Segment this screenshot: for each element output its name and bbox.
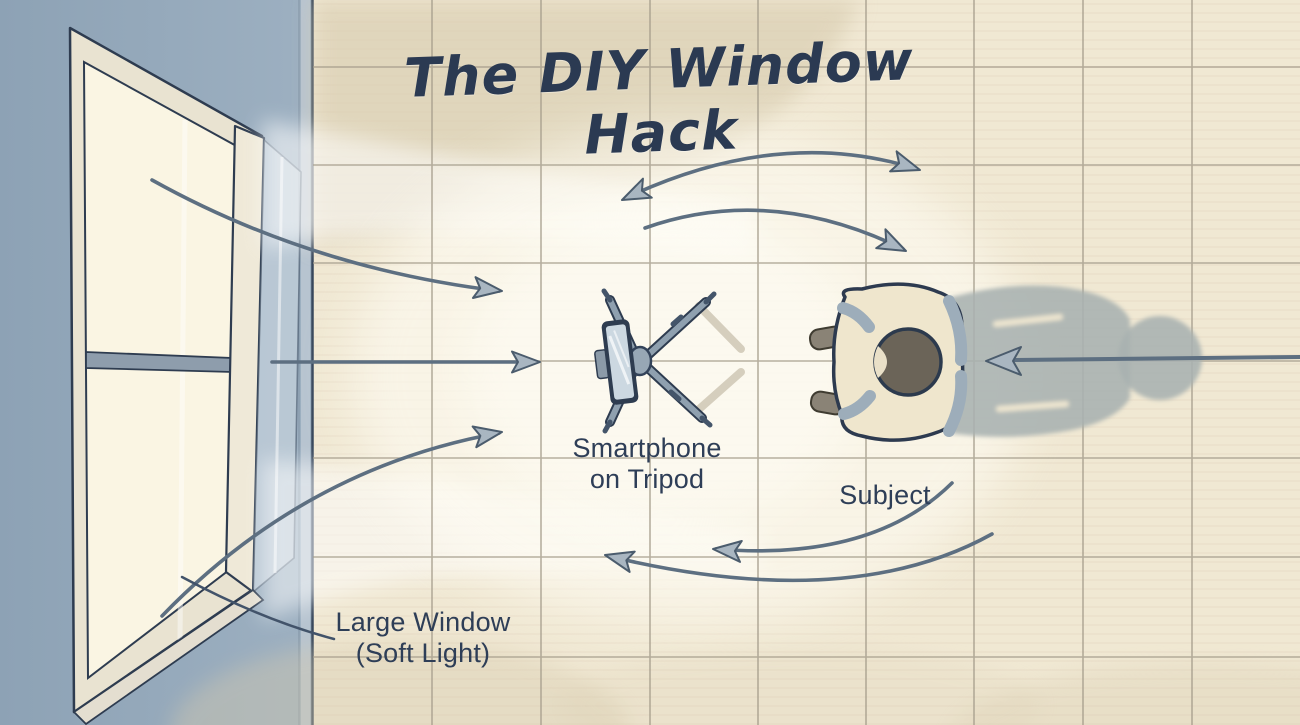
window-label: Large Window (Soft Light) [318,607,528,670]
light-ray-upper [150,178,501,293]
light-ray-lower [160,431,501,618]
top-arc-single [643,208,905,251]
top-arc-double [628,150,919,198]
subject-shoulder-trim [837,295,968,437]
subject-face-notch [874,346,887,378]
shadow-highlights [993,314,1069,412]
smartphone-icon [594,319,639,405]
glass-reflection [177,119,188,641]
subject-direction-arrow-shaft [1010,355,1300,362]
camera-label-line2: on Tripod [589,464,705,495]
bottom-arc-inner [714,481,954,553]
tripod-shadow [693,302,745,415]
window-label-line2: (Soft Light) [355,638,491,669]
camera-label-line1: Smartphone [572,433,722,463]
subject-label: Subject [839,480,931,510]
light-beams [262,120,1030,625]
camera-label: Smartphone on Tripod [538,433,756,496]
diagram-title: The DIY Window Hack [403,29,915,167]
bottom-arc-outer [606,532,994,583]
curved-bounce-arrows [606,150,1300,583]
window-label-leader-line [180,575,336,641]
smartphone-on-tripod-top-view-icon [594,288,745,434]
window-label-line1: Large Window [335,607,511,637]
light-ray-arrows [150,178,538,618]
person-top-view-icon [808,282,968,442]
tripod-leg-tips [601,288,717,434]
